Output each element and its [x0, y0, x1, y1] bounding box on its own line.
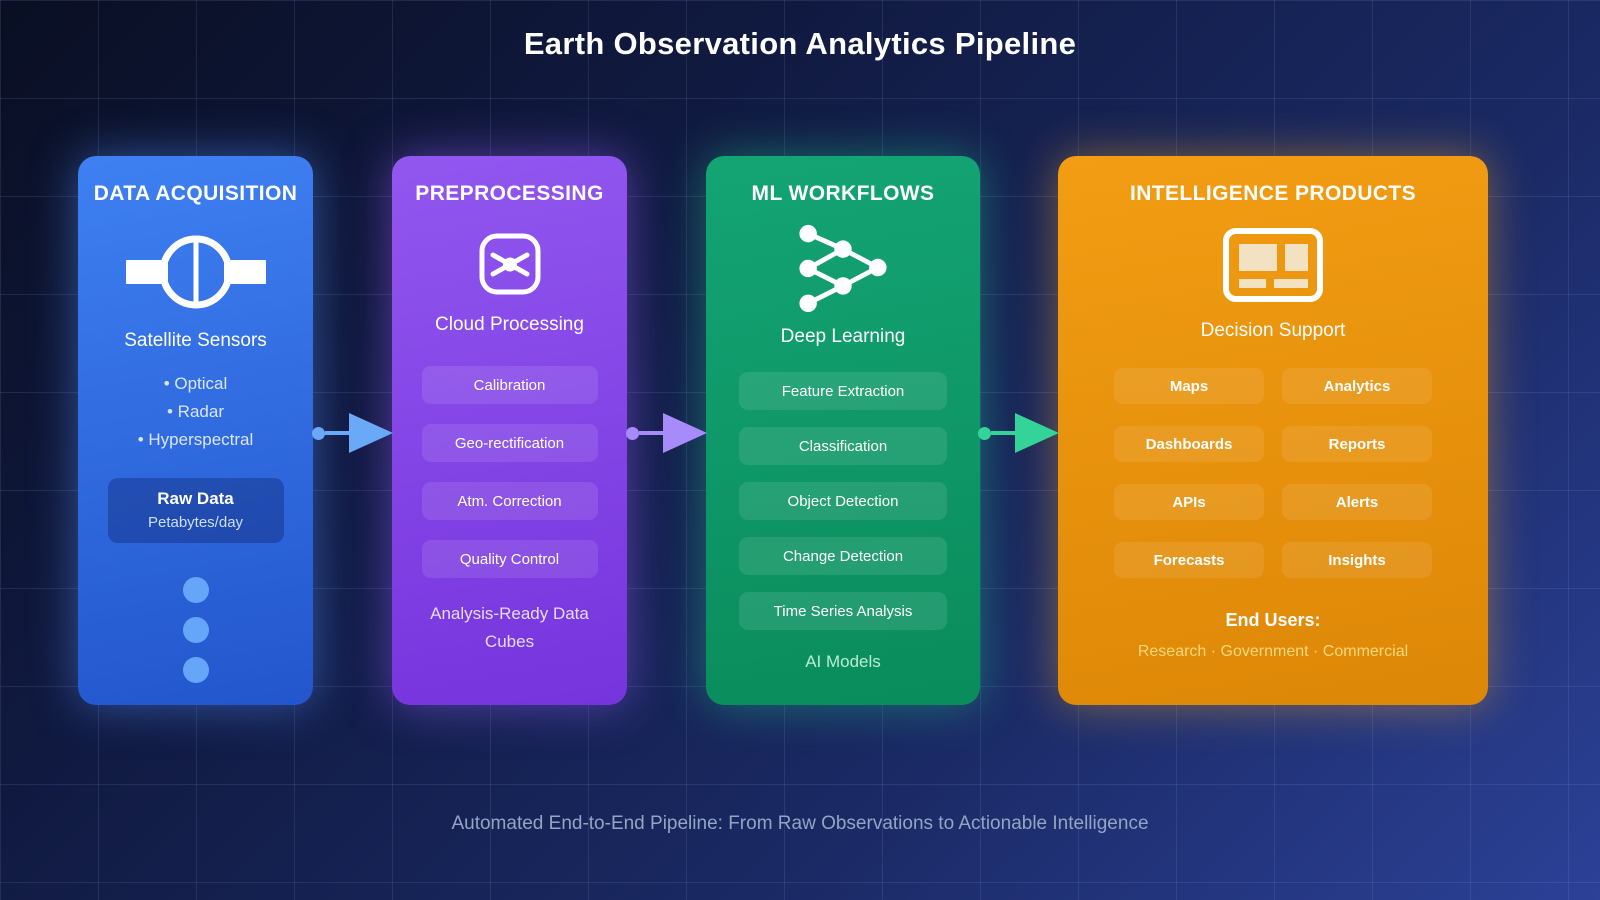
panel-subtitle: Deep Learning [780, 326, 906, 347]
panel-title: DATA ACQUISITION [93, 182, 298, 205]
panel-ml-workflows: ML WORKFLOWS [706, 156, 980, 705]
step-chip: Calibration [421, 366, 598, 404]
arrow-dot [312, 426, 325, 440]
stream-dot [182, 617, 209, 643]
flow-arrow-acquisition-to-preprocessing [312, 413, 393, 453]
panel-subtitle: Cloud Processing [435, 314, 584, 335]
product-grid: Maps Analytics Dashboards Reports APIs A… [1114, 368, 1432, 578]
data-stream-dots [182, 577, 209, 683]
preprocessing-steps: Calibration Geo-rectification Atm. Corre… [421, 366, 598, 578]
step-chip: Atm. Correction [421, 482, 598, 520]
ml-steps: Feature Extraction Classification Object… [739, 372, 947, 630]
end-users-value: Research · Government · Commercial [1137, 643, 1409, 660]
stream-dot [182, 577, 209, 603]
raw-data-volume: Petabytes/day [147, 514, 244, 531]
arrow-line [991, 431, 1015, 435]
step-chip: Time Series Analysis [739, 592, 947, 630]
product-chip: APIs [1114, 484, 1264, 520]
sensor-list: • Optical • Radar • Hyperspectral [138, 374, 254, 450]
arrow-head-icon [1015, 413, 1059, 453]
list-item: • Hyperspectral [137, 430, 254, 449]
step-chip: Change Detection [739, 537, 947, 575]
panel-data-acquisition: DATA ACQUISITION Satellite Sensors • Opt… [78, 156, 313, 705]
product-chip: Insights [1282, 542, 1432, 578]
step-chip: Geo-rectification [421, 424, 598, 462]
raw-data-badge: Raw Data Petabytes/day [107, 478, 284, 543]
product-chip: Alerts [1282, 484, 1432, 520]
arrow-line [325, 431, 349, 435]
flow-arrow-preprocessing-to-ml [626, 413, 707, 453]
product-chip: Reports [1282, 426, 1432, 462]
neural-network-icon [794, 222, 892, 314]
panel-subtitle: Decision Support [1200, 320, 1346, 341]
panel-title: ML WORKFLOWS [751, 182, 935, 205]
pipeline-caption: Automated End-to-End Pipeline: From Raw … [451, 813, 1149, 834]
step-chip: Quality Control [421, 540, 598, 578]
product-chip: Dashboards [1114, 426, 1264, 462]
product-chip: Forecasts [1114, 542, 1264, 578]
step-chip: Object Detection [739, 482, 947, 520]
raw-data-label: Raw Data [157, 489, 234, 508]
arrow-head-icon [349, 413, 393, 453]
panel-output-note: AI Models [805, 652, 881, 671]
arrow-dot [978, 426, 991, 440]
arrow-dot [626, 426, 639, 440]
arrow-head-icon [663, 413, 707, 453]
product-chip: Analytics [1282, 368, 1432, 404]
panel-title: PREPROCESSING [415, 182, 604, 205]
page-title: Earth Observation Analytics Pipeline [523, 26, 1077, 61]
arrow-line [639, 431, 663, 435]
panel-output-note: Analysis-Ready Data Cubes [430, 604, 589, 652]
satellite-icon [125, 232, 266, 312]
step-chip: Feature Extraction [739, 372, 947, 410]
dashboard-icon [1223, 228, 1323, 302]
panel-title: INTELLIGENCE PRODUCTS [1129, 182, 1417, 205]
list-item: • Optical [163, 374, 228, 393]
process-icon [478, 232, 542, 296]
step-chip: Classification [739, 427, 947, 465]
end-users-label: End Users: [1225, 610, 1321, 630]
panel-subtitle: Satellite Sensors [124, 330, 267, 351]
flow-arrow-ml-to-intelligence [978, 413, 1059, 453]
stream-dot [182, 657, 209, 683]
product-chip: Maps [1114, 368, 1264, 404]
panel-preprocessing: PREPROCESSING Cloud Processing Calibrati… [392, 156, 627, 705]
panel-intelligence-products: INTELLIGENCE PRODUCTS Decision Support M… [1058, 156, 1488, 705]
list-item: • Radar [167, 402, 224, 421]
